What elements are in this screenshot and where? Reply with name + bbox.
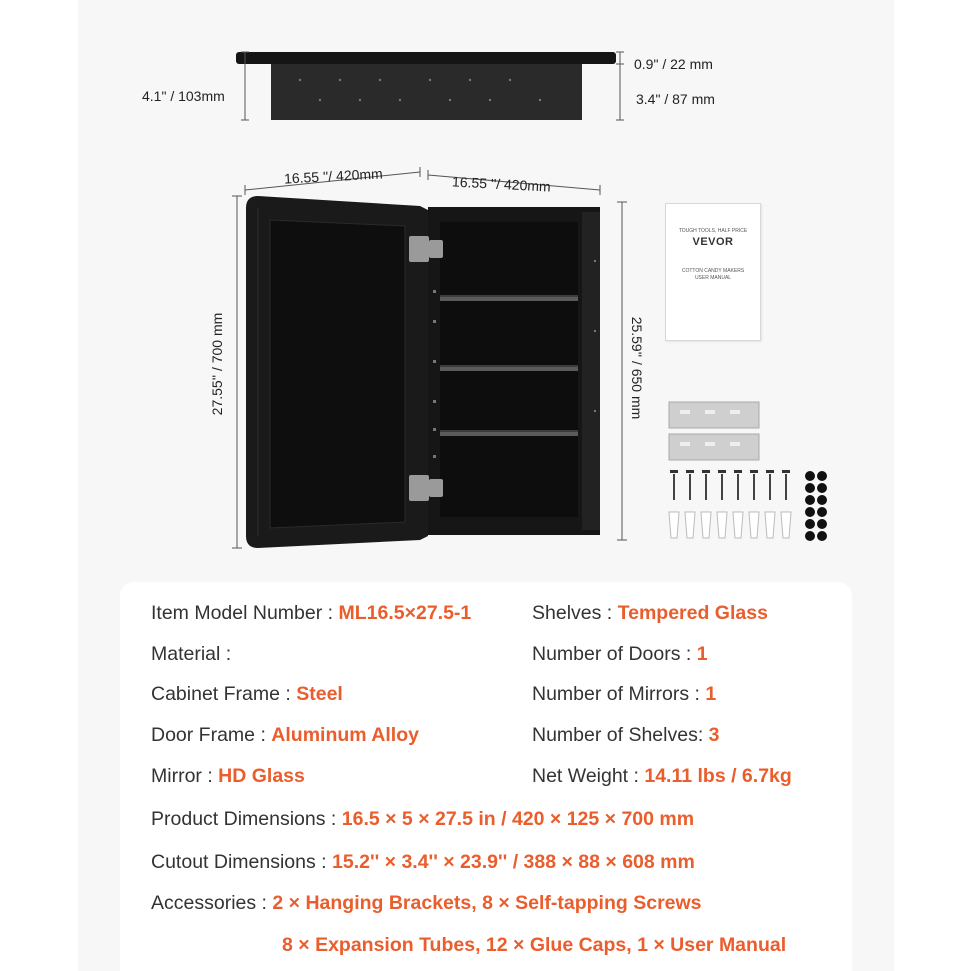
manual-title: COTTON CANDY MAKERS — [681, 268, 745, 274]
hinge — [409, 236, 443, 501]
top-view — [236, 51, 624, 121]
manual-subtitle: USER MANUAL — [694, 275, 732, 281]
spec-mirrors: Number of Mirrors : 1 — [532, 683, 717, 705]
spec-cutout-dimensions: Cutout Dimensions : 15.2'' × 3.4'' × 23.… — [151, 851, 695, 873]
spec-door-frame: Door Frame : Aluminum Alloy — [151, 724, 419, 746]
cabinet-height-label: 25.59'' / 650 mm — [629, 316, 645, 420]
user-manual: VEVOR TOUGH TOOLS, HALF PRICE COTTON CAN… — [665, 203, 761, 341]
spec-accessories-line2: 8 × Expansion Tubes, 12 × Glue Caps, 1 ×… — [282, 934, 787, 956]
top-view-box — [271, 64, 582, 120]
cabinet-body — [409, 207, 600, 535]
glue-caps — [805, 471, 827, 541]
cabinet-door — [246, 196, 428, 548]
door-height-label: 27.55'' / 700 mm — [209, 312, 225, 416]
manual-brand: VEVOR — [692, 236, 734, 248]
spec-product-dimensions: Product Dimensions : 16.5 × 5 × 27.5 in … — [151, 808, 695, 830]
top-box-depth-label: 3.4" / 87 mm — [636, 91, 715, 107]
product-diagram — [232, 51, 827, 549]
top-view-frame — [236, 52, 616, 64]
glass-shelf — [440, 432, 578, 436]
spec-model: Item Model Number : ML16.5×27.5-1 — [151, 602, 472, 624]
spec-accessories: Accessories : 2 × Hanging Brackets, 8 × … — [151, 892, 702, 914]
glass-shelf — [440, 367, 578, 371]
self-tapping-screws — [673, 474, 787, 500]
top-frame-depth-label: 0.9" / 22 mm — [634, 56, 713, 72]
spec-material: Material : — [151, 643, 232, 665]
spec-cabinet-frame: Cabinet Frame : Steel — [151, 683, 343, 705]
spec-shelf-count: Number of Shelves: 3 — [532, 724, 720, 746]
hanging-brackets — [668, 401, 760, 461]
spec-net-weight: Net Weight : 14.11 lbs / 6.7kg — [532, 765, 792, 787]
spec-mirror: Mirror : HD Glass — [151, 765, 305, 787]
spec-shelves: Shelves : Tempered Glass — [532, 602, 768, 624]
manual-tagline: TOUGH TOOLS, HALF PRICE — [678, 228, 748, 234]
spec-doors: Number of Doors : 1 — [532, 643, 708, 665]
expansion-tubes — [668, 511, 792, 539]
specifications-card — [120, 582, 852, 971]
top-total-depth-label: 4.1" / 103mm — [142, 88, 225, 104]
glass-shelf — [440, 297, 578, 301]
